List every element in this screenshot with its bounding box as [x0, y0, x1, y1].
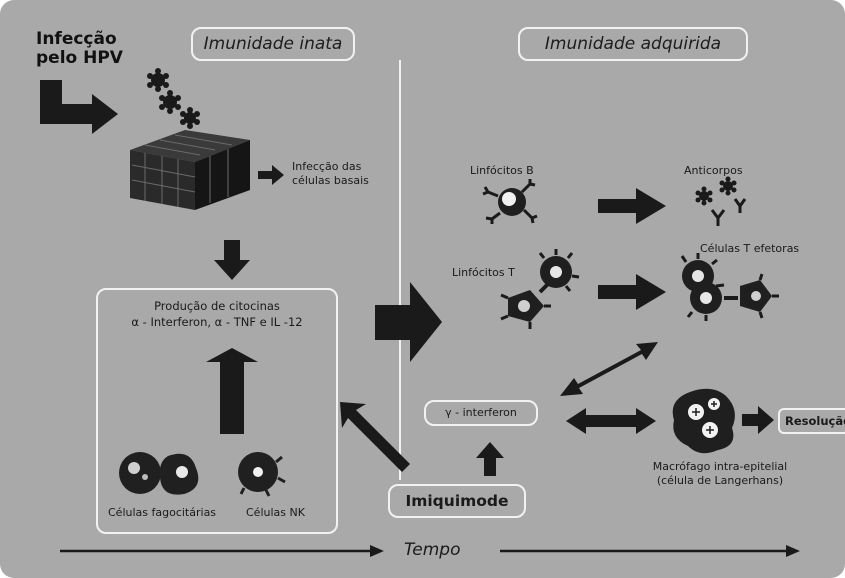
- b-lymphocyte-icon: [482, 179, 538, 224]
- phagocytic-cells-icon: [119, 452, 199, 495]
- cytokine-production-line1: Produção de citocinas: [154, 299, 280, 313]
- effector-interferon-double-arrow: [560, 342, 658, 396]
- hpv-virus-icons: [147, 68, 200, 129]
- cells-to-cytokine-arrow: [206, 348, 258, 434]
- basal-infection-arrow: [258, 165, 284, 185]
- imiquimod-box: Imiquimode: [388, 484, 526, 518]
- gamma-interferon-box: γ - interferon: [424, 400, 538, 426]
- cytokine-production-label: Produção de citocinas α - Interferon, α …: [100, 298, 334, 330]
- epithelium-tissue-icon: [130, 130, 250, 210]
- t-to-effector-arrow: [598, 274, 666, 310]
- phagocytic-cells-label: Células fagocitárias: [108, 506, 217, 519]
- macrophage-icon: [672, 388, 735, 454]
- basal-infection-label: Infecção das células basais: [292, 160, 369, 188]
- resolution-box: Resolução: [778, 408, 845, 434]
- imiquimod-to-cytokine-arrow: [340, 402, 410, 472]
- tissue-to-cytokine-arrow: [214, 240, 250, 280]
- basal-infection-line2: células basais: [292, 174, 369, 187]
- macrophage-to-resolution-arrow: [742, 406, 774, 434]
- imiquimod-to-interferon-arrow: [476, 442, 504, 476]
- hpv-infection-title: Infecção pelo HPV: [36, 30, 123, 68]
- time-label: Tempo: [404, 540, 461, 560]
- cytokine-production-box: [96, 288, 338, 534]
- t-lymphocytes-icon: [500, 249, 580, 329]
- b-to-antibodies-arrow: [598, 188, 666, 224]
- nk-cell-icon: [238, 452, 286, 497]
- macrophage-label: Macrófago intra-epitelial (célula de Lan…: [650, 460, 790, 488]
- antibodies-icon: [695, 176, 747, 226]
- effector-t-cells-label: Células T efetoras: [700, 242, 800, 255]
- macrophage-line2: (célula de Langerhans): [656, 474, 784, 487]
- hpv-infection-line1: Infecção: [36, 29, 117, 49]
- hpv-entry-arrow: [40, 80, 118, 134]
- effector-t-cells-icon: [680, 253, 779, 321]
- interferon-macrophage-double-arrow: [566, 408, 656, 434]
- innate-to-acquired-arrow: [375, 282, 442, 362]
- hpv-infection-line2: pelo HPV: [36, 48, 123, 68]
- acquired-immunity-heading: Imunidade adquirida: [518, 27, 748, 61]
- innate-immunity-heading: Imunidade inata: [191, 27, 355, 61]
- basal-infection-line1: Infecção das: [292, 160, 362, 173]
- t-lymphocytes-label: Linfócitos T: [452, 266, 515, 279]
- antibodies-label: Anticorpos: [684, 164, 743, 177]
- nk-cells-label: Células NK: [246, 506, 305, 519]
- macrophage-line1: Macrófago intra-epitelial: [652, 460, 788, 473]
- cytokine-list: α - Interferon, α - TNF e IL -12: [131, 315, 303, 329]
- b-lymphocytes-label: Linfócitos B: [470, 164, 534, 177]
